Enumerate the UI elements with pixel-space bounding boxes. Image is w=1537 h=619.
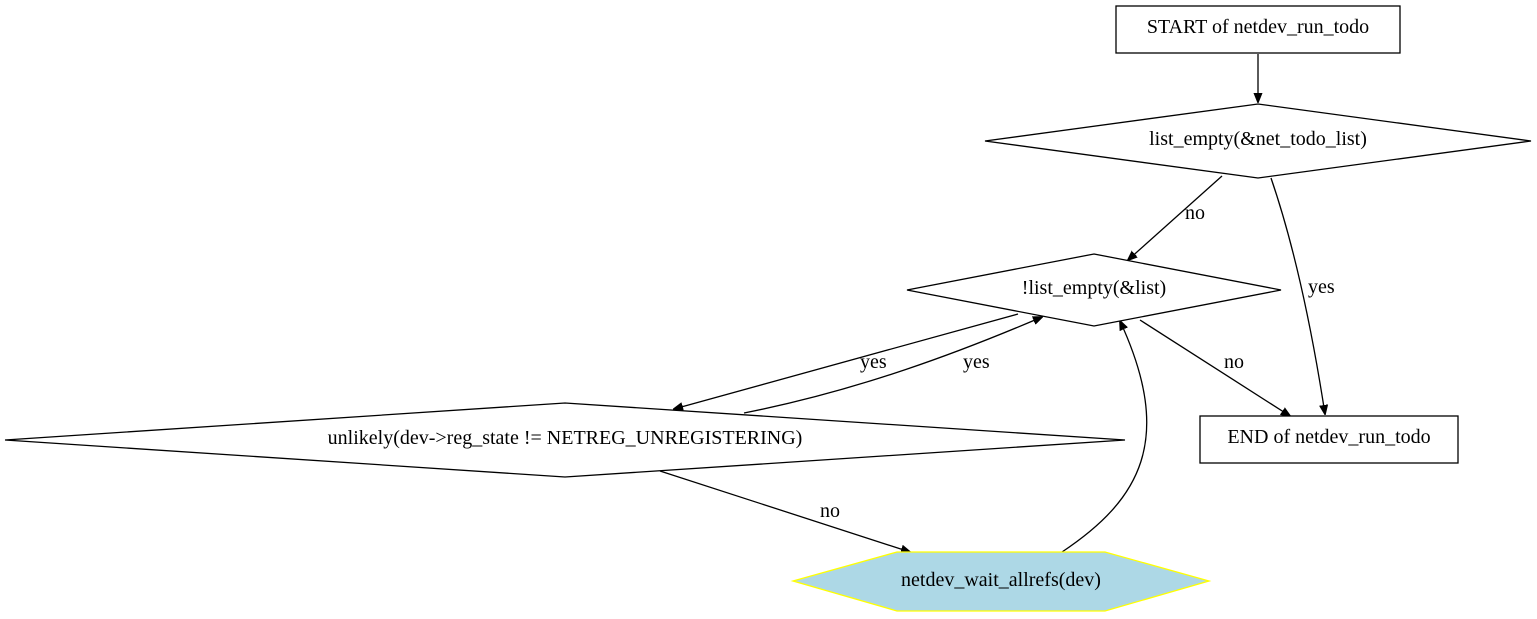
node-check-list-label: !list_empty(&list) bbox=[1022, 277, 1166, 299]
node-check-state: unlikely(dev->reg_state != NETREG_UNREGI… bbox=[4, 402, 1126, 478]
edge-label-check-state-yes: yes bbox=[963, 351, 990, 373]
edge-label-check-todo-no: no bbox=[1185, 202, 1205, 224]
edge-label-check-list-no: no bbox=[1224, 351, 1244, 373]
node-start: START of netdev_run_todo bbox=[1115, 5, 1401, 54]
edge-check-todo-yes: yes bbox=[1270, 177, 1335, 414]
edge-check-todo-no: no bbox=[1128, 175, 1223, 260]
edge-check-list-yes: yes bbox=[674, 313, 1019, 409]
node-end-label: END of netdev_run_todo bbox=[1227, 426, 1430, 448]
node-check-list: !list_empty(&list) bbox=[906, 253, 1282, 327]
node-wait: netdev_wait_allrefs(dev) bbox=[790, 551, 1212, 612]
edge-check-list-no: no bbox=[1139, 319, 1290, 416]
edge-label-check-list-yes: yes bbox=[860, 351, 887, 373]
node-check-todo-label: list_empty(&net_todo_list) bbox=[1149, 128, 1367, 150]
edge-check-state-no: no bbox=[659, 470, 910, 552]
edge-label-check-todo-yes: yes bbox=[1308, 276, 1335, 298]
node-check-todo: list_empty(&net_todo_list) bbox=[984, 103, 1532, 179]
node-end: END of netdev_run_todo bbox=[1199, 415, 1459, 464]
edge-label-check-state-no: no bbox=[820, 500, 840, 522]
node-start-label: START of netdev_run_todo bbox=[1147, 16, 1369, 38]
edge-wait-back bbox=[1061, 321, 1148, 553]
edge-check-state-yes: yes bbox=[743, 317, 1042, 414]
node-wait-label: netdev_wait_allrefs(dev) bbox=[901, 569, 1101, 591]
node-check-state-label: unlikely(dev->reg_state != NETREG_UNREGI… bbox=[328, 427, 803, 449]
